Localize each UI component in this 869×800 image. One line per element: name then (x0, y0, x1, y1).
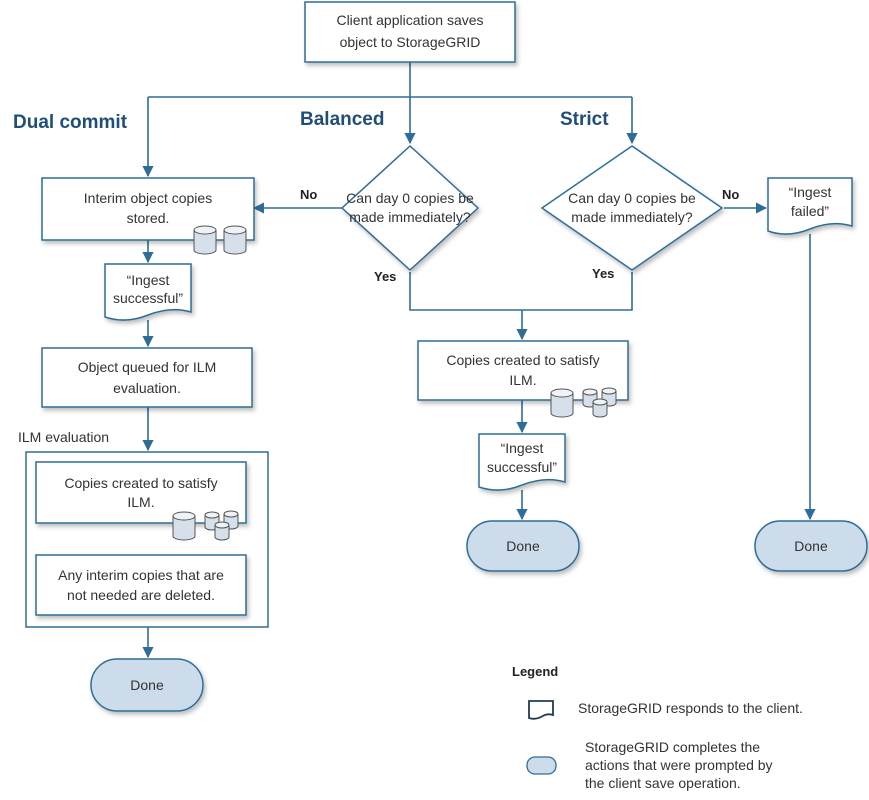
legend: Legend StorageGRID responds to the clien… (512, 664, 803, 791)
svg-text:“Ingest: “Ingest (789, 184, 832, 200)
svg-text:Done: Done (506, 538, 540, 554)
interim-copies-box: Interim object copies stored. (41, 177, 255, 255)
heading-dual-commit: Dual commit (13, 112, 128, 133)
svg-text:Can day 0 copies be: Can day 0 copies be (568, 190, 696, 206)
legend-document-desc: StorageGRID responds to the client. (578, 700, 803, 716)
ilm-copies-box: Copies created to satisfy ILM. (35, 461, 247, 541)
start-box: Client application saves object to Stora… (304, 1, 516, 63)
svg-text:successful”: successful” (487, 459, 557, 475)
svg-text:Done: Done (130, 677, 164, 693)
decision-strict: Can day 0 copies be made immediately? (540, 145, 724, 271)
pill-shape-icon (526, 756, 557, 775)
svg-text:“Ingest: “Ingest (127, 272, 170, 288)
ingest-successful-middle: “Ingest successful” (478, 433, 566, 491)
legend-pill-desc-1: StorageGRID completes the (585, 739, 760, 755)
svg-text:failed”: failed” (791, 203, 829, 219)
heading-balanced: Balanced (300, 109, 384, 130)
heading-strict: Strict (560, 109, 609, 130)
svg-text:successful”: successful” (113, 290, 183, 306)
svg-text:Done: Done (794, 538, 828, 554)
storage-icon (550, 388, 574, 418)
svg-text:“Ingest: “Ingest (501, 440, 544, 456)
svg-text:object to StorageGRID: object to StorageGRID (340, 34, 481, 50)
legend-title: Legend (512, 664, 558, 679)
strict-no-label: No (722, 187, 739, 202)
queued-box: Object queued for ILM evaluation. (41, 347, 253, 408)
svg-text:Interim object copies: Interim object copies (84, 190, 212, 206)
svg-text:ILM.: ILM. (127, 494, 154, 510)
ingest-failed: “Ingest failed” (767, 177, 853, 235)
storage-icon (214, 521, 230, 541)
svg-text:evaluation.: evaluation. (113, 380, 181, 396)
svg-text:Any interim copies that are: Any interim copies that are (58, 567, 224, 583)
storage-icon (223, 225, 247, 255)
svg-text:Object queued for ILM: Object queued for ILM (78, 359, 217, 375)
document-shape-icon (528, 700, 554, 720)
storage-icon (172, 511, 196, 541)
ingest-successful-left: “Ingest successful” (104, 263, 192, 321)
svg-text:Copies created to satisfy: Copies created to satisfy (64, 475, 217, 491)
copies-middle-box: Copies created to satisfy ILM. (417, 340, 629, 418)
svg-text:not needed are deleted.: not needed are deleted. (67, 587, 215, 603)
done-middle: Done (466, 520, 580, 572)
strict-yes-label: Yes (592, 266, 614, 281)
svg-text:made immediately?: made immediately? (571, 209, 693, 225)
done-left: Done (90, 658, 204, 712)
svg-text:Copies created to satisfy: Copies created to satisfy (446, 352, 599, 368)
svg-text:ILM.: ILM. (509, 372, 536, 388)
ilm-evaluation-label: ILM evaluation (18, 429, 109, 445)
balanced-no-label: No (300, 187, 317, 202)
svg-text:made immediately?: made immediately? (349, 209, 471, 225)
svg-text:Client application saves: Client application saves (336, 12, 483, 28)
decision-balanced: Can day 0 copies be made immediately? (340, 144, 480, 272)
done-right: Done (754, 520, 868, 572)
storage-icon (193, 225, 217, 255)
legend-pill-desc-2: actions that were prompted by (585, 757, 773, 773)
legend-pill-desc-3: the client save operation. (585, 775, 741, 791)
svg-text:stored.: stored. (127, 210, 170, 226)
svg-text:Can day 0 copies be: Can day 0 copies be (346, 190, 474, 206)
connectors (142, 62, 816, 659)
balanced-yes-label: Yes (374, 269, 396, 284)
storage-icon (592, 398, 608, 418)
interim-deleted-box: Any interim copies that are not needed a… (35, 554, 247, 616)
